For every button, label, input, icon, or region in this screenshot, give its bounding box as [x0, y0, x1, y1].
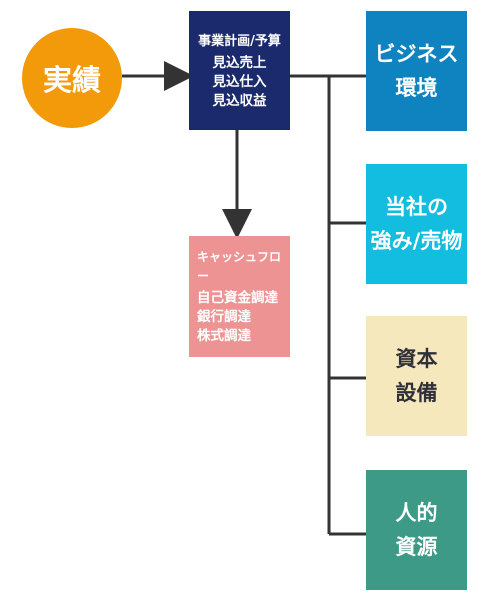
- capital-equipment-box: 資本 設備: [366, 316, 467, 436]
- capital-equipment-line-2: 設備: [395, 381, 438, 405]
- cashflow-title: キャッシュフロー: [197, 249, 282, 283]
- business-environment-line-1: ビジネス: [374, 42, 459, 66]
- capital-equipment-line-1: 資本: [395, 347, 438, 371]
- result-label: 実績: [42, 63, 101, 97]
- business-environment-box: ビジネス 環境: [366, 11, 467, 131]
- business-environment-line-2: 環境: [395, 76, 438, 100]
- human-resources-line-1: 人的: [395, 501, 438, 525]
- company-strength-line-2: 強み/売物: [370, 229, 463, 253]
- plan-item-profit: 見込収益: [212, 93, 267, 109]
- company-strength-line-1: 当社の: [385, 195, 448, 219]
- cashflow-equity-funding: 株式調達: [197, 327, 251, 344]
- company-strength-box: 当社の 強み/売物: [366, 164, 467, 284]
- plan-item-sales: 見込売上: [212, 55, 267, 71]
- cashflow-box: キャッシュフロー 自己資金調達 銀行調達 株式調達: [189, 236, 290, 357]
- human-resources-box: 人的 資源: [366, 470, 467, 590]
- business-plan-box: 事業計画/予算 見込売上 見込仕入 見込収益: [189, 11, 290, 130]
- plan-title: 事業計画/予算: [198, 34, 281, 49]
- cashflow-self-funding: 自己資金調達: [197, 289, 278, 306]
- plan-item-purchases: 見込仕入: [212, 74, 267, 90]
- cashflow-bank-funding: 銀行調達: [197, 308, 251, 325]
- result-circle: 実績: [22, 28, 122, 128]
- human-resources-line-2: 資源: [395, 535, 438, 559]
